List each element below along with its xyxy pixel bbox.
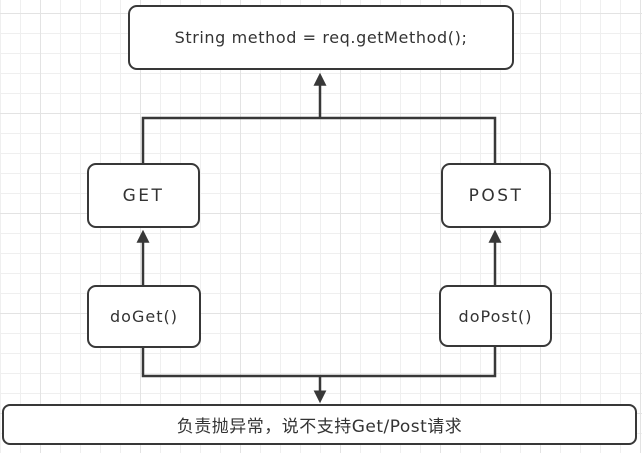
merge-junction-line — [141, 347, 497, 378]
node-doget-label: doGet() — [110, 307, 178, 326]
node-get-label: GET — [122, 185, 165, 206]
node-dopost[interactable]: doPost() — [439, 285, 552, 347]
node-fallback-exception[interactable]: 负责抛异常，说不支持Get/Post请求 — [2, 404, 637, 445]
branch-junction-line — [141, 116, 497, 163]
node-post-label: POST — [468, 185, 524, 206]
node-get[interactable]: GET — [87, 163, 200, 228]
node-dopost-label: doPost() — [458, 306, 533, 326]
node-get-method[interactable]: String method = req.getMethod(); — [128, 5, 514, 70]
node-get-method-label: String method = req.getMethod(); — [174, 28, 468, 47]
node-post[interactable]: POST — [441, 163, 551, 228]
node-fallback-exception-label: 负责抛异常，说不支持Get/Post请求 — [176, 417, 463, 437]
node-doget[interactable]: doGet() — [87, 285, 201, 348]
